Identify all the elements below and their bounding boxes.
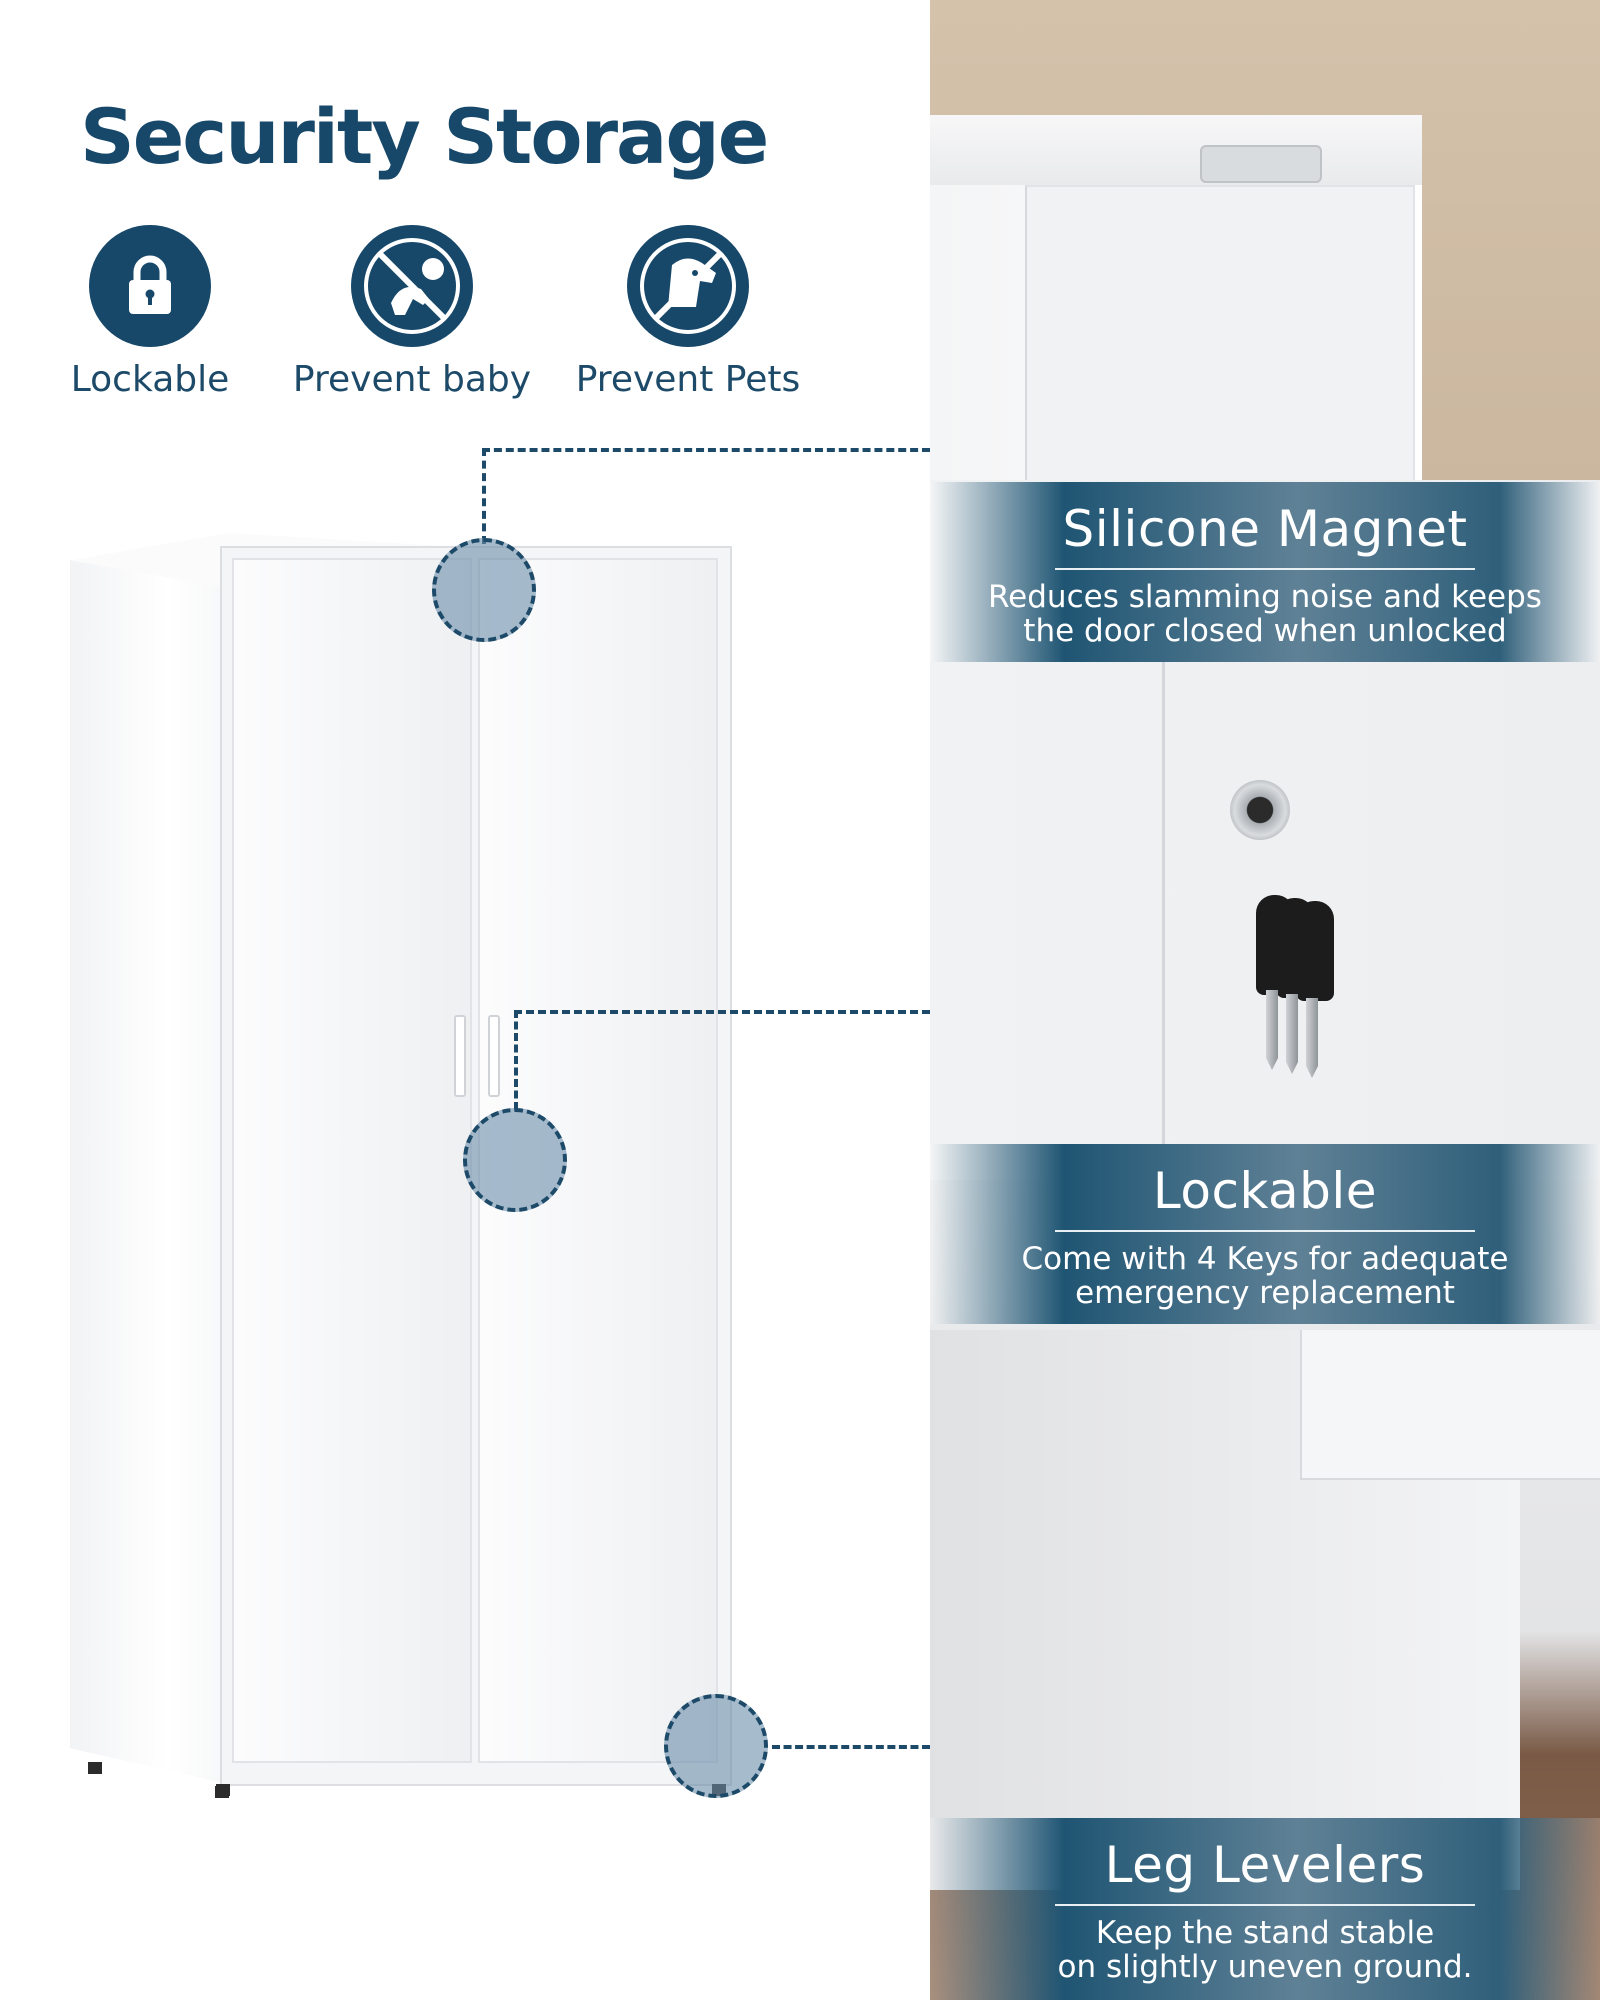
divider — [1055, 568, 1475, 570]
padlock-icon — [89, 225, 211, 347]
left-product-area: Security Storage Lockable Prevent baby P… — [30, 92, 930, 1798]
cabinet-plinth — [1300, 1330, 1600, 1480]
key-blade — [1306, 998, 1318, 1078]
door-seam — [1162, 660, 1165, 1380]
no-baby-icon — [351, 225, 473, 347]
connector-line-lock — [514, 1010, 930, 1110]
keyhole-icon — [1230, 780, 1290, 840]
callout-silicone-magnet: Silicone Magnet Reduces slamming noise a… — [930, 482, 1600, 662]
key-blade — [1266, 990, 1278, 1070]
divider — [1055, 1230, 1475, 1232]
callout-description: Reduces slamming noise and keeps — [988, 579, 1542, 615]
callout-leg-levelers: Leg Levelers Keep the stand stable on sl… — [930, 1818, 1600, 2000]
cabinet-top-corner — [930, 115, 1422, 495]
hotspot-leveler — [664, 1694, 768, 1798]
callout-description: the door closed when unlocked — [1023, 613, 1507, 649]
hotspot-magnet — [432, 538, 536, 642]
feature-prevent-baby: Prevent baby — [292, 225, 532, 400]
callout-lockable: Lockable Come with 4 Keys for adequate e… — [930, 1144, 1600, 1324]
connector-line-magnet — [482, 448, 930, 544]
callout-description: emergency replacement — [1075, 1275, 1455, 1311]
cabinet-left-door — [232, 558, 472, 1763]
feature-lockable: Lockable — [30, 225, 270, 400]
callout-title: Lockable — [1152, 1162, 1378, 1220]
key-icon — [1296, 901, 1334, 1001]
no-pets-icon — [627, 225, 749, 347]
silicone-magnet — [1200, 145, 1322, 183]
page-title: Security Storage — [80, 92, 769, 181]
hotspot-lock — [463, 1108, 567, 1212]
connector-line-leveler — [772, 1745, 930, 1749]
cabinet-side-panel — [70, 560, 232, 1785]
callout-description: Keep the stand stable — [1095, 1915, 1435, 1951]
cabinet-foot — [88, 1762, 102, 1774]
callout-title: Silicone Magnet — [1062, 500, 1468, 558]
callout-description: Come with 4 Keys for adequate — [1021, 1241, 1509, 1277]
cabinet-foot — [215, 1786, 229, 1798]
door-handle — [488, 1015, 500, 1097]
door-handle — [454, 1015, 466, 1097]
detail-photos — [930, 0, 1600, 2000]
feature-label: Prevent Pets — [575, 359, 801, 400]
key-blade — [1286, 994, 1298, 1074]
callout-description: on slightly uneven ground. — [1057, 1949, 1473, 1985]
feature-label: Lockable — [70, 359, 230, 400]
divider — [1055, 1904, 1475, 1906]
callout-title: Leg Levelers — [1104, 1836, 1426, 1894]
magnet-detail-photo — [930, 0, 1600, 495]
feature-prevent-pets: Prevent Pets — [568, 225, 808, 400]
feature-label: Prevent baby — [292, 359, 532, 400]
